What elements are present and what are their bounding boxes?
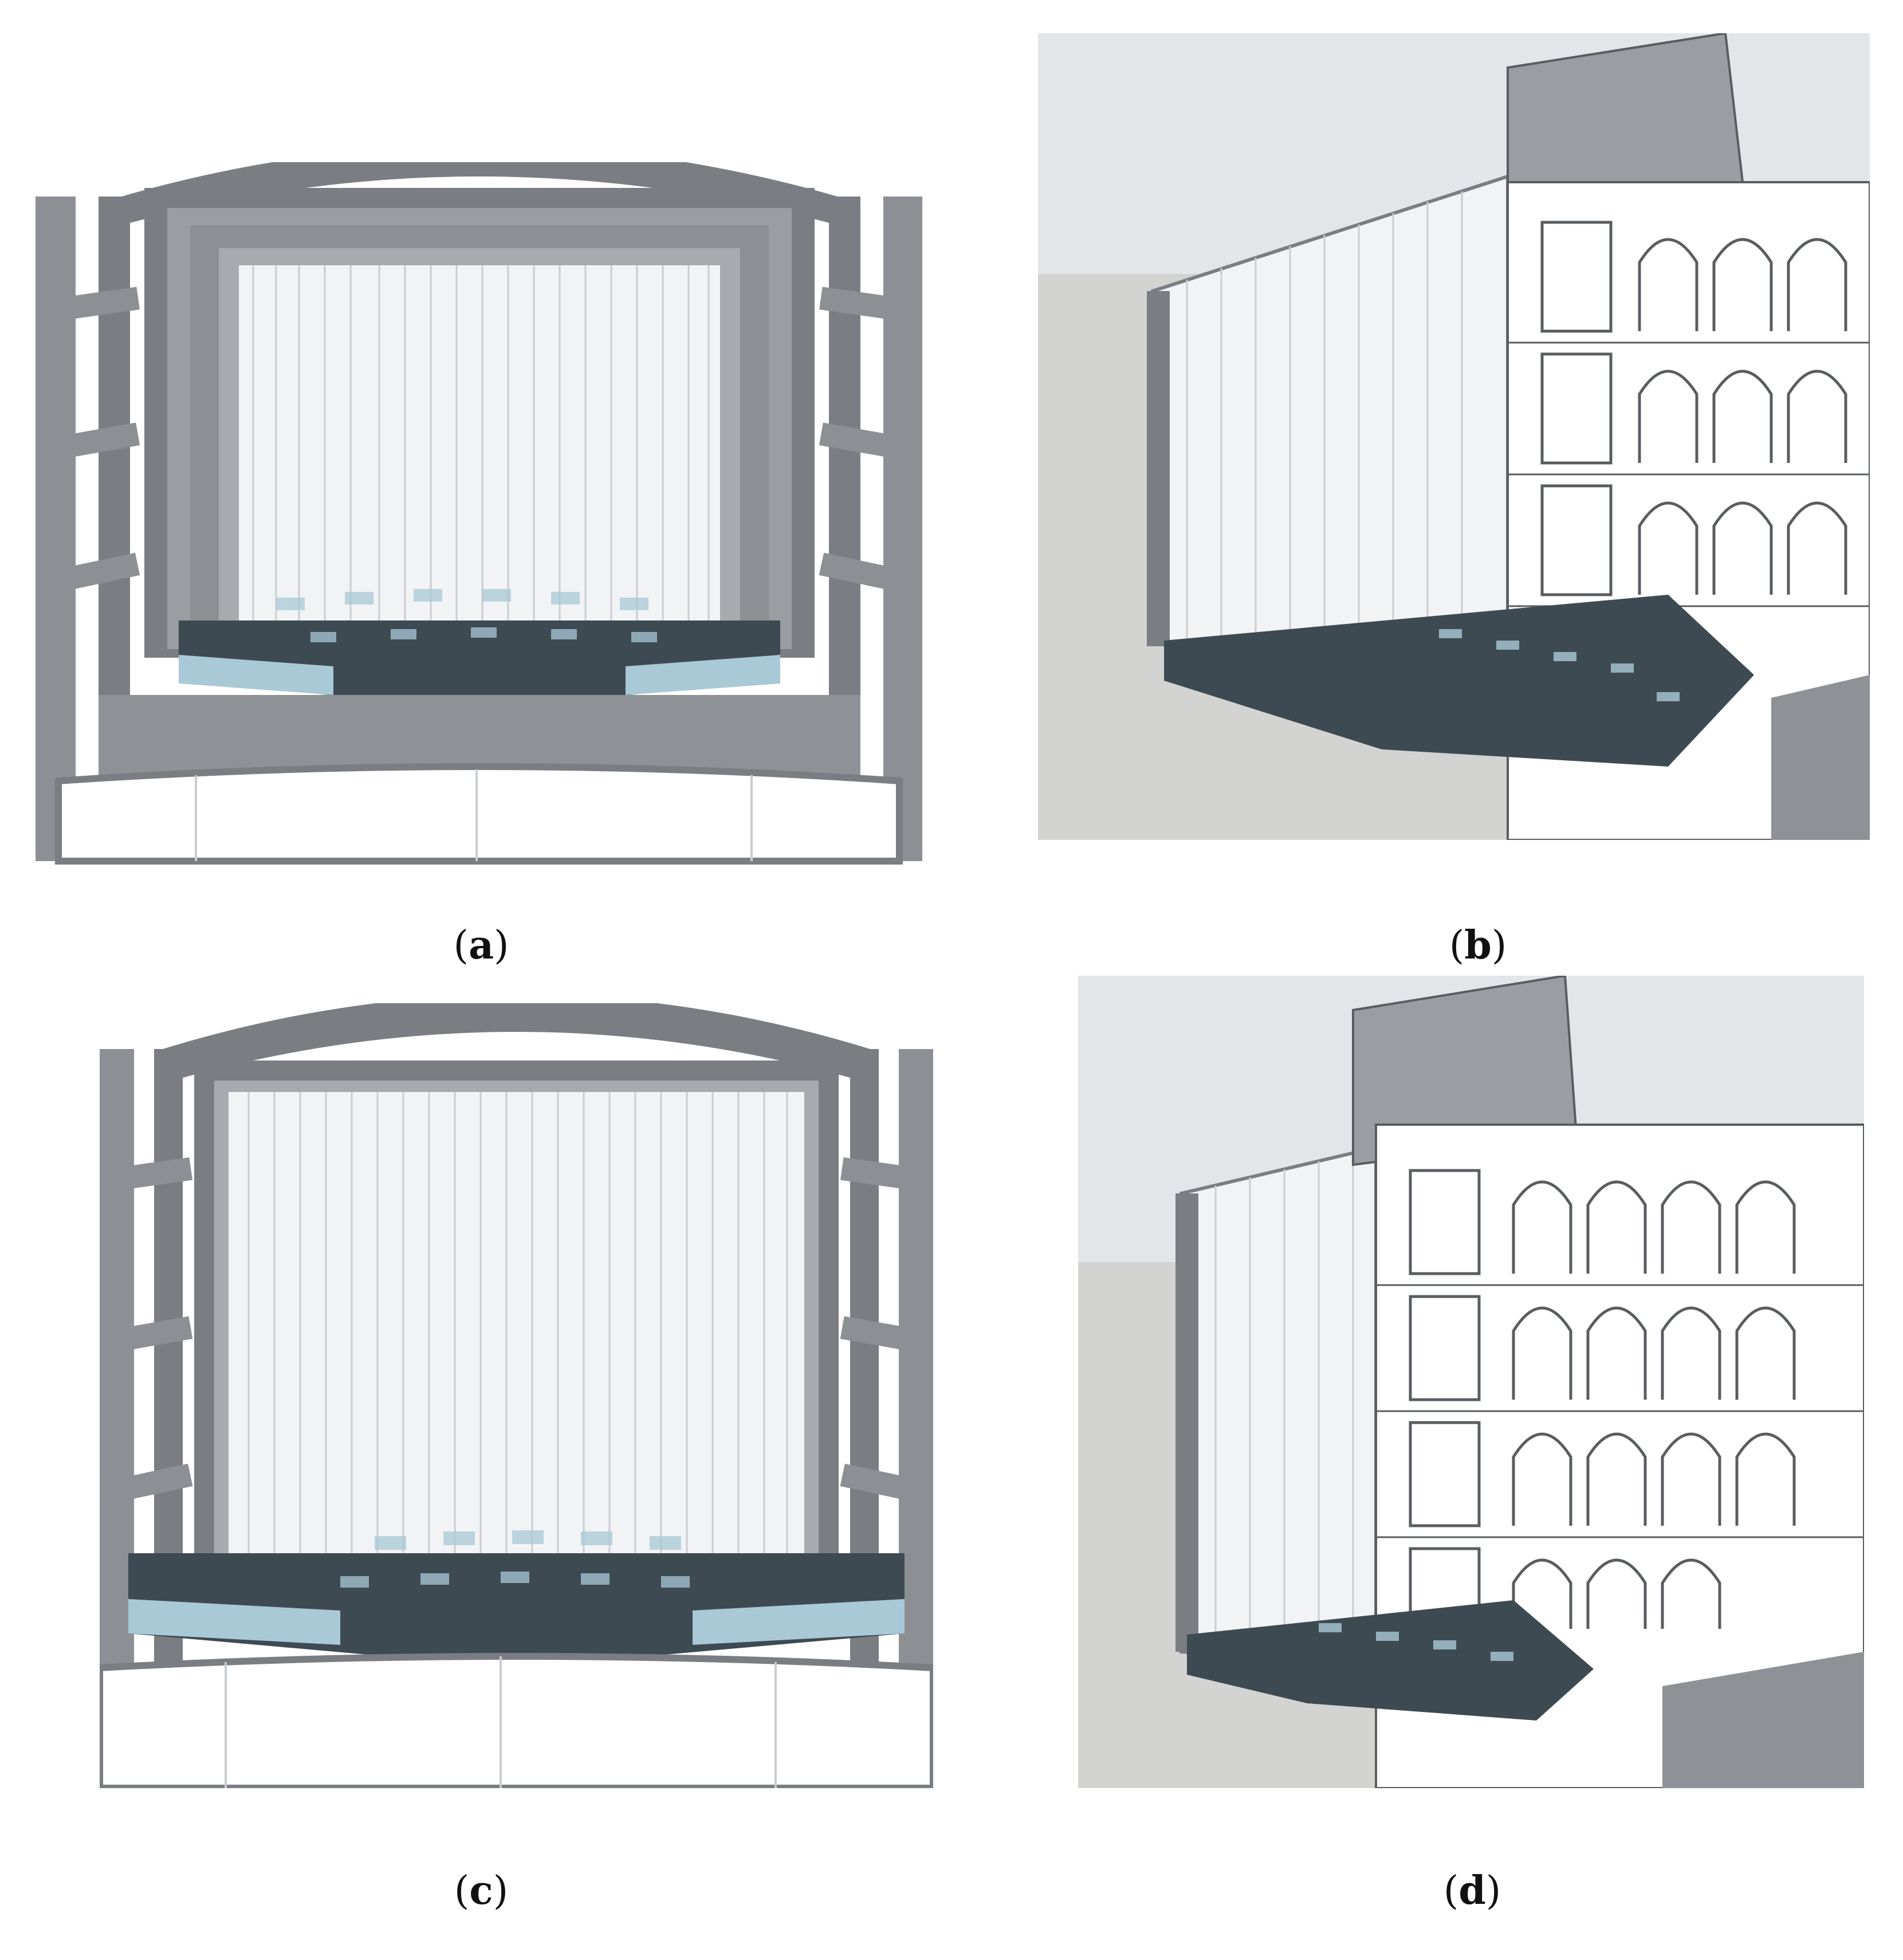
caption-b-letter: b	[1464, 922, 1492, 968]
caption-b: (b)	[1421, 922, 1535, 969]
caption-d-open: (	[1443, 1868, 1459, 1914]
panel-b-illustration	[1038, 33, 1870, 840]
panel-b-render	[1038, 33, 1870, 840]
caption-a: (a)	[424, 922, 538, 969]
panel-d-illustration	[1078, 976, 1864, 1788]
caption-b-close: )	[1491, 923, 1507, 968]
caption-d-letter: d	[1458, 1868, 1486, 1914]
caption-c-open: (	[454, 1868, 470, 1914]
caption-d-close: )	[1485, 1868, 1501, 1914]
caption-c: (c)	[424, 1868, 538, 1914]
caption-a-letter: a	[468, 922, 494, 968]
caption-a-close: )	[494, 923, 509, 968]
panel-c-render	[100, 1003, 933, 1788]
caption-c-close: )	[493, 1868, 509, 1914]
panel-a-illustration	[36, 162, 922, 866]
caption-b-open: (	[1449, 923, 1465, 968]
caption-a-open: (	[453, 923, 469, 968]
caption-d: (d)	[1415, 1868, 1530, 1914]
panel-c-illustration	[100, 1003, 933, 1788]
panel-a-render	[36, 162, 922, 866]
panel-d-render	[1078, 976, 1864, 1788]
caption-c-letter: c	[469, 1868, 493, 1914]
